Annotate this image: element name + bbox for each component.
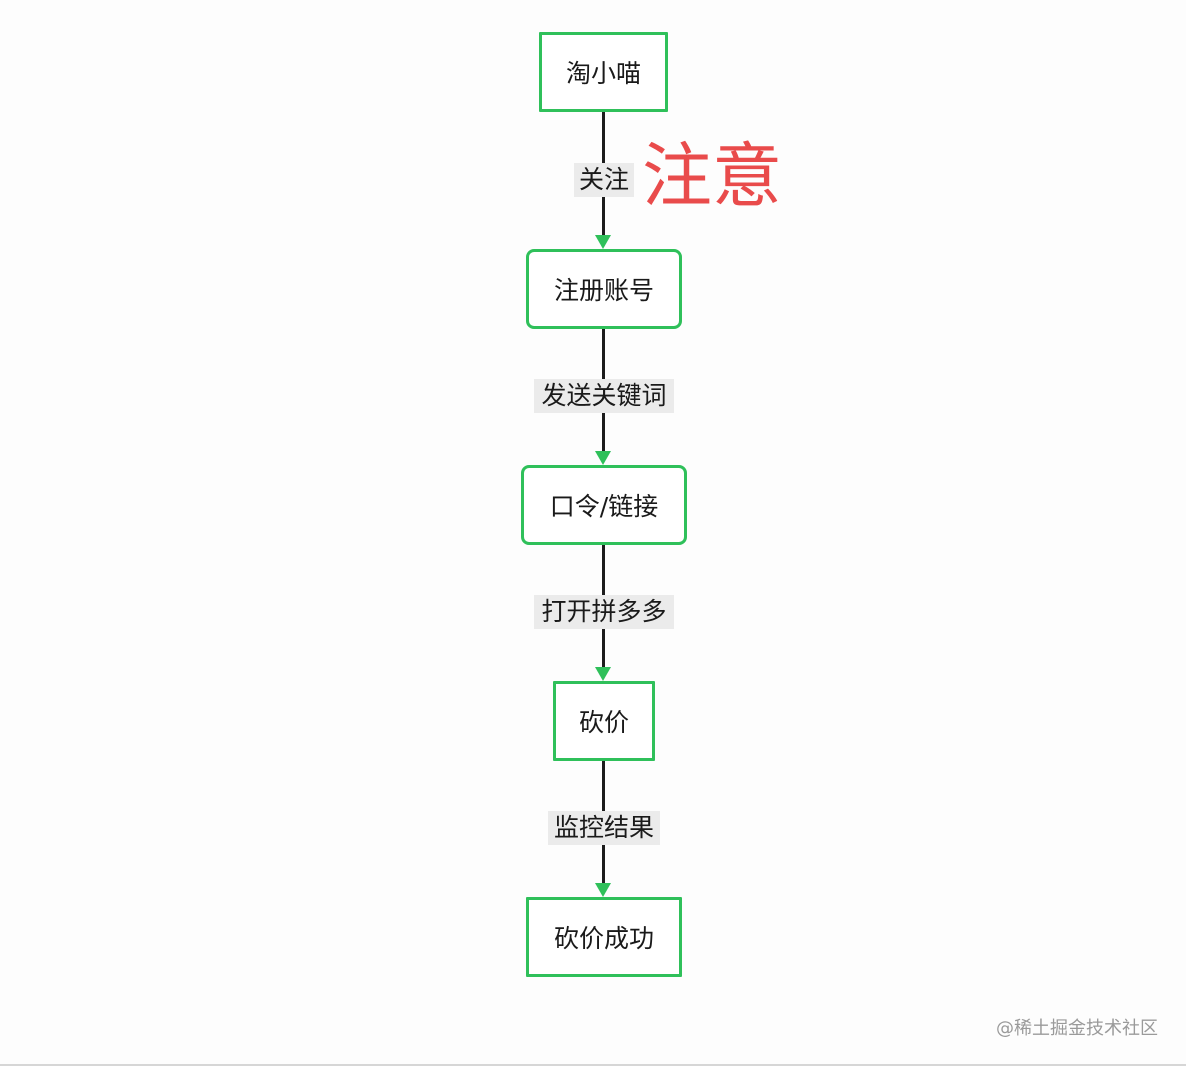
edge-label-monitor-result: 监控结果 <box>548 811 660 845</box>
node-password-link: 口令/链接 <box>521 465 687 545</box>
divider <box>0 1064 1186 1066</box>
node-register-account: 注册账号 <box>526 249 682 329</box>
node-bargain: 砍价 <box>553 681 655 761</box>
watermark: @稀土掘金技术社区 <box>996 1018 1158 1039</box>
attention-annotation: 注意 <box>642 135 782 217</box>
node-taoxiaomiao: 淘小喵 <box>539 32 668 112</box>
arrowhead-icon <box>595 235 611 249</box>
arrowhead-icon <box>595 883 611 897</box>
edge-label-open-pinduoduo: 打开拼多多 <box>534 595 674 629</box>
edge-label-follow: 关注 <box>574 163 634 197</box>
arrowhead-icon <box>595 451 611 465</box>
edge-label-send-keyword: 发送关键词 <box>534 379 674 413</box>
node-bargain-success: 砍价成功 <box>526 897 682 977</box>
arrowhead-icon <box>595 667 611 681</box>
